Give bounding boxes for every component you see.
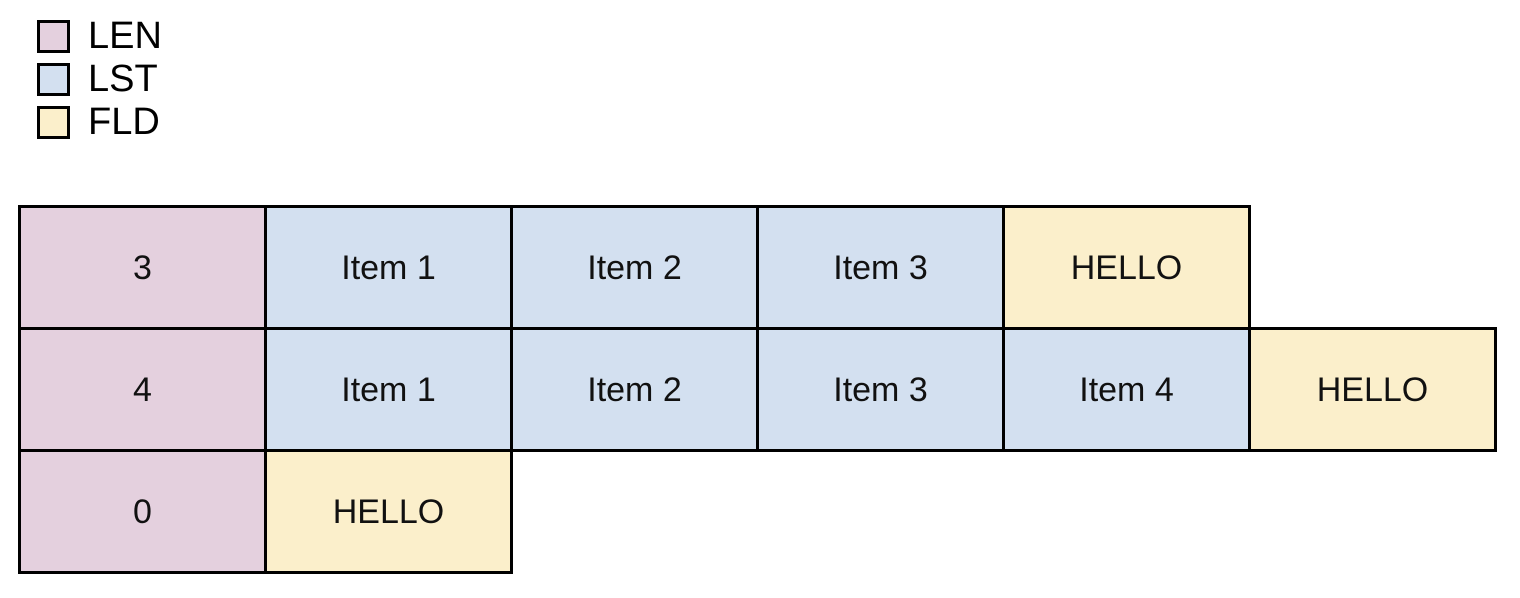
diagram-cell-lst: Item 1 <box>264 205 513 330</box>
legend-item-label: LEN <box>88 15 162 57</box>
diagram-cell-fld: HELLO <box>264 449 513 574</box>
diagram-cell-fld: HELLO <box>1248 327 1497 452</box>
diagram-cell-len: 0 <box>18 449 267 574</box>
diagram-cell-lst: Item 2 <box>510 327 759 452</box>
legend-item-label: LST <box>88 58 158 100</box>
diagram-cell-lst: Item 1 <box>264 327 513 452</box>
diagram-cell-len: 3 <box>18 205 267 330</box>
legend-item-label: FLD <box>88 101 160 143</box>
legend-swatch-icon-len <box>37 19 70 53</box>
legend-swatch-icon-fld <box>37 105 70 139</box>
legend-item-fld: FLD <box>37 101 162 143</box>
legend-item-len: LEN <box>37 15 162 57</box>
legend-item-lst: LST <box>37 58 162 100</box>
diagram-cell-lst: Item 2 <box>510 205 759 330</box>
legend-swatch-icon-lst <box>37 62 70 96</box>
diagram-cell-lst: Item 3 <box>756 205 1005 330</box>
diagram-cell-fld: HELLO <box>1002 205 1251 330</box>
diagram-cell-lst: Item 3 <box>756 327 1005 452</box>
diagram-cell-lst: Item 4 <box>1002 327 1251 452</box>
diagram-cell-len: 4 <box>18 327 267 452</box>
